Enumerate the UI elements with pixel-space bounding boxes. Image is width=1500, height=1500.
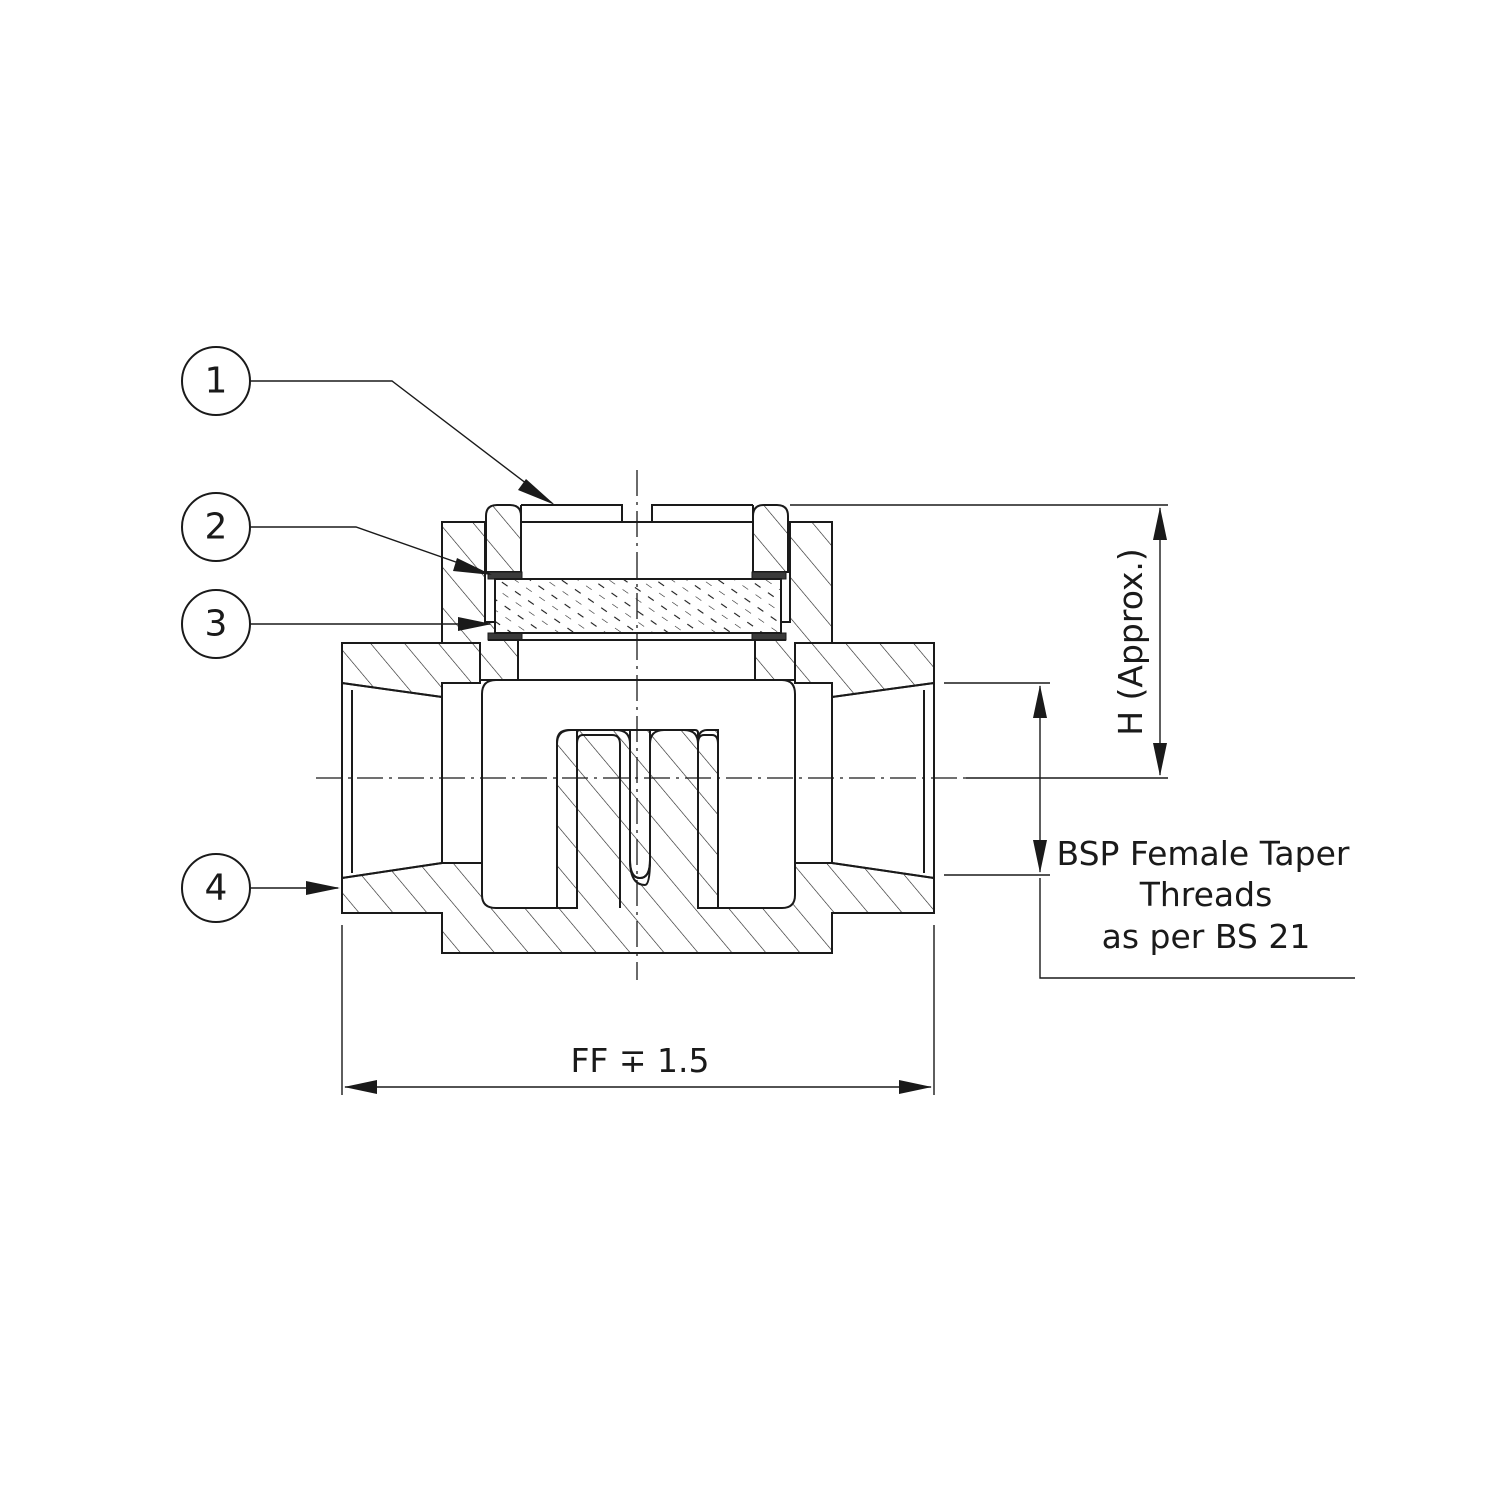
callout-4: 4 [181,853,340,923]
callout-1-leader [250,380,553,504]
body-right-top-wall [794,642,935,699]
callout-3-arrow [458,617,492,631]
callout-3: 3 [181,589,492,659]
thread-note-line1: BSP Female Taper [1057,834,1350,873]
callout-4-bubble [181,853,251,923]
dimension-h: H (Approx.) [790,504,1168,779]
body-fin-right [697,729,719,909]
callout-4-arrow [306,881,340,895]
callout-1-arrow [518,479,555,505]
dimension-ff: FF ∓ 1.5 [341,925,935,1095]
upper-gasket-left [487,571,523,580]
callout-2-number: 2 [205,507,228,548]
body-fin-left [556,729,578,909]
callout-2-arrow [453,558,492,575]
body-fin-center [629,729,651,880]
thread-dimension: BSP Female Taper Threads as per BS 21 [944,682,1355,979]
retaining-ring-left [485,504,522,573]
h-arrow-top [1153,507,1167,540]
ff-arrow-right [899,1080,932,1094]
lower-gasket-left [487,632,523,641]
retaining-ring [485,504,789,573]
retaining-ring-right [752,504,789,573]
thread-note-line3: as per BS 21 [1102,917,1311,956]
thread-note-line2: Threads [1139,875,1273,914]
h-arrow-bottom [1153,743,1167,776]
lower-gasket-right [751,632,787,641]
upper-gasket-right [751,571,787,580]
callout-1-bubble [181,346,251,416]
body-slot-left [556,729,699,908]
body-outer-silhouette [341,521,935,954]
thread-arrow-bottom [1033,840,1047,873]
body-slot-right-2 [697,734,719,908]
left-bore-outline [341,682,443,879]
callout-1-number: 1 [205,361,228,402]
callout-3-number: 3 [205,604,228,645]
thread-leader-line [1039,878,1355,979]
body-cavity-outline [481,679,796,863]
callout-4-number: 4 [205,868,228,909]
callout-3-bubble [181,589,251,659]
sight-glass [494,578,782,634]
body-slot-right [576,734,621,908]
thread-arrow-top [1033,685,1047,718]
callout-1: 1 [181,346,555,505]
right-bore-outline [831,682,935,879]
callout-2: 2 [181,492,492,575]
h-dimension-label: H (Approx.) [1111,548,1150,736]
callout-2-leader [250,526,491,575]
ff-arrow-left [344,1080,377,1094]
ff-dimension-label: FF ∓ 1.5 [570,1041,709,1080]
callout-2-bubble [181,492,251,562]
